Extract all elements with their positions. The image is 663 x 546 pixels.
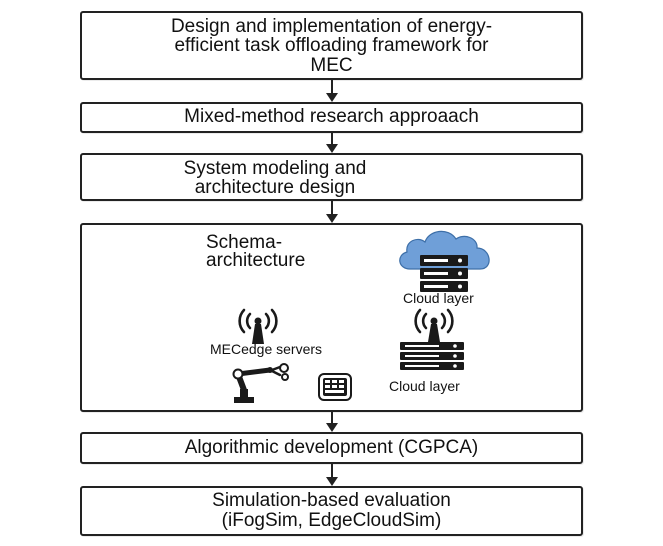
step-box-research-approach [80,102,583,133]
step-3-line-2: architecture design [194,177,356,198]
schema-title-line-1: Schema- [206,232,283,253]
arrow-down [322,412,342,432]
server-icon [420,255,468,292]
step-box-system-modeling [80,153,583,201]
arrow-down [322,201,342,223]
schema-title-line-2: architecture [206,250,306,271]
step-2-label: Mixed-method research approaach [184,106,479,127]
device-layer-label: Cloud layer [389,378,460,394]
tablet-icon [318,373,352,401]
arrow-down [322,464,342,486]
mec-edge-servers-label: MECedge servers [210,341,323,357]
cloud-layer-label: Cloud layer [403,290,474,306]
arrow-down [322,133,342,153]
antenna-icon [238,308,278,344]
step-6-line-2: (iFogSim, EdgeCloudSim) [221,510,442,531]
step-1-line-2: efficient task offloading framework for [174,35,489,56]
robot-arm-icon [232,363,289,403]
step-6-line-1: Simulation-based evaluation [212,490,451,511]
step-box-simulation-evaluation [80,486,583,536]
antenna-icon [414,308,454,342]
step-box-algorithmic-development [80,432,583,464]
step-1-line-1: Design and implementation of energy- [170,16,493,37]
step-1-line-3: MEC [310,55,353,76]
arrow-down [322,80,342,102]
monitor-server-icon [400,342,464,370]
step-box-framework-design [80,11,583,80]
step-5-label: Algorithmic development (CGPCA) [184,437,479,458]
step-3-line-1: System modeling and [183,158,367,179]
